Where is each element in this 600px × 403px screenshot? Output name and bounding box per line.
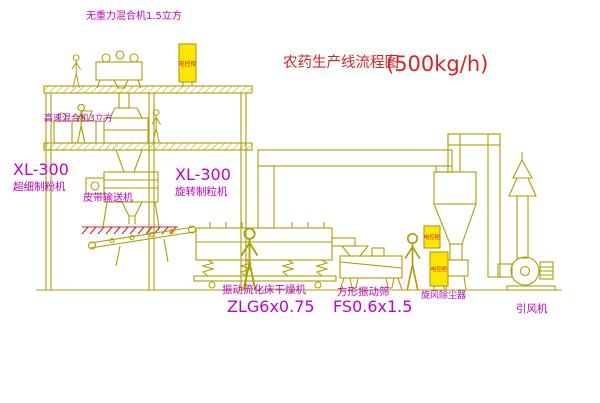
- label-mill-name: 超细制粉机: [13, 180, 66, 193]
- label-mill-model: XL-300: [13, 160, 69, 179]
- cyclone-separator: [433, 171, 477, 291]
- label-fan: 引风机: [516, 302, 548, 315]
- exhaust-stack: [508, 152, 537, 259]
- worker-figure: [151, 109, 162, 144]
- label-belt-conveyor: 皮带输送机: [83, 191, 133, 204]
- diagram-capacity: (500kg/h): [386, 52, 488, 76]
- cabinet-label: 电控柜: [178, 60, 196, 68]
- diagram-title: 农药生产线流程图: [283, 54, 399, 71]
- feeder-machine: [103, 107, 149, 144]
- cabinet-label: 电控柜: [424, 233, 441, 241]
- label-high-speed-mixer: 高速混合机3立方: [44, 112, 113, 124]
- label-screen-model: FS0.6x1.5: [333, 297, 412, 316]
- control-cabinet: 电控柜: [178, 43, 197, 86]
- vibrating-screen: [331, 237, 403, 291]
- label-cyclone: 旋风除尘器: [421, 289, 466, 301]
- building-frame: [36, 85, 562, 291]
- granulator: [85, 171, 160, 228]
- platform-hatch: [81, 226, 178, 235]
- induced-draft-fan: [506, 256, 556, 291]
- control-cabinet: 电控柜: [429, 251, 449, 290]
- label-gravity-mixer: 无重力混合机1.5立方: [86, 9, 182, 22]
- worker-figure: [71, 54, 82, 89]
- label-granulator-model: XL-300: [175, 165, 231, 184]
- label-screen-name: 方形振动筛: [337, 285, 390, 298]
- label-dryer-model: ZLG6x0.75: [227, 297, 315, 316]
- label-granulator-name: 旋转制粒机: [175, 185, 228, 198]
- gravity-mixer: [95, 50, 143, 109]
- exhaust-duct: [257, 149, 453, 229]
- worker-figure: [404, 232, 421, 291]
- drawing-layer: 电控柜: [36, 43, 562, 292]
- text-layer: 农药生产线流程图 (500kg/h) 无重力混合机1.5立方 高速混合机3立方 …: [13, 9, 548, 316]
- cabinet-label: 电控柜: [431, 265, 448, 273]
- fluid-bed-dryer: [193, 222, 337, 289]
- belt-conveyor: [87, 225, 197, 267]
- cyclone-outlet-pipe: [447, 133, 513, 278]
- control-cabinet: 电控柜: [423, 225, 441, 249]
- label-dryer-name: 振动流化床干燥机: [222, 283, 306, 296]
- y-chute: [115, 149, 143, 173]
